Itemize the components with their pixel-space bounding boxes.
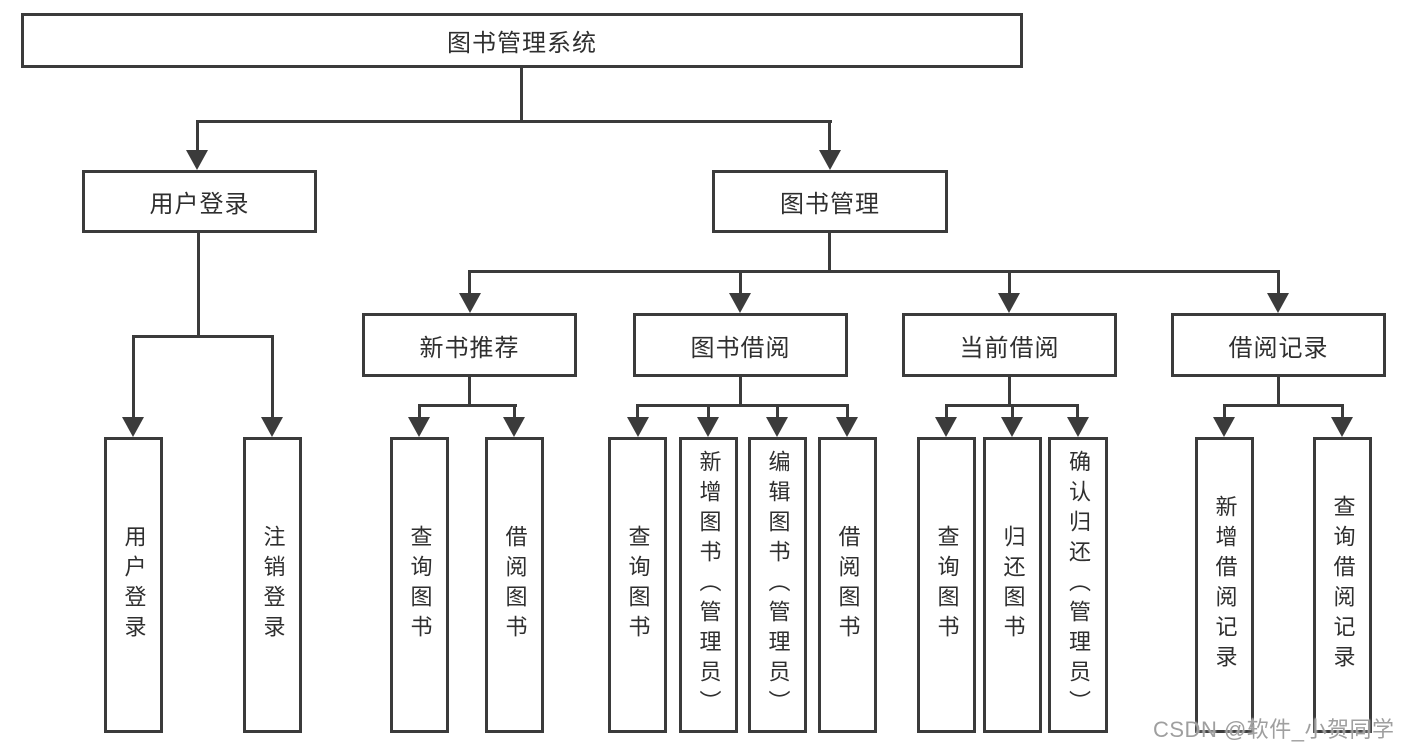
arrow-down-icon bbox=[408, 417, 430, 437]
connector-drop bbox=[776, 404, 779, 420]
arrow-down-icon bbox=[1001, 417, 1023, 437]
connector-drop bbox=[132, 335, 135, 420]
arrow-down-icon bbox=[627, 417, 649, 437]
arrow-down-icon bbox=[998, 293, 1020, 313]
arrow-down-icon bbox=[819, 150, 841, 170]
node-library-management-system: 图书管理系统 bbox=[21, 13, 1023, 68]
leaf-query-books-borrowing: 查询图书 bbox=[608, 437, 667, 733]
node-book-borrowing: 图书借阅 bbox=[633, 313, 848, 377]
leaf-add-book-admin: 新增图书（管理员） bbox=[679, 437, 738, 733]
connector-drop bbox=[271, 335, 274, 420]
leaf-borrow-books-recommend: 借阅图书 bbox=[485, 437, 544, 733]
connector-drop bbox=[418, 404, 421, 420]
arrow-down-icon bbox=[697, 417, 719, 437]
node-book-management: 图书管理 bbox=[712, 170, 948, 233]
arrow-down-icon bbox=[261, 417, 283, 437]
connector-root-drop-left bbox=[196, 120, 199, 154]
connector-user-login-stub bbox=[197, 231, 200, 338]
connector-drop bbox=[1277, 270, 1280, 297]
csdn-watermark: CSDN @软件_小贺同学 bbox=[1153, 717, 1395, 742]
connector-drop bbox=[1008, 270, 1011, 297]
connector-split bbox=[1223, 404, 1344, 407]
node-new-book-recommendation: 新书推荐 bbox=[362, 313, 577, 377]
connector-drop bbox=[945, 404, 948, 420]
connector-drop bbox=[707, 404, 710, 420]
connector-split bbox=[418, 404, 517, 407]
arrow-down-icon bbox=[729, 293, 751, 313]
connector-drop bbox=[468, 270, 471, 297]
leaf-return-books: 归还图书 bbox=[983, 437, 1042, 733]
leaf-query-borrow-record: 查询借阅记录 bbox=[1313, 437, 1372, 733]
leaf-logout: 注销登录 bbox=[243, 437, 302, 733]
connector-stub bbox=[1008, 375, 1011, 407]
arrow-down-icon bbox=[1213, 417, 1235, 437]
connector-drop bbox=[1223, 404, 1226, 420]
arrow-down-icon bbox=[1067, 417, 1089, 437]
connector-root-drop-right bbox=[828, 120, 831, 154]
connector-stub bbox=[739, 375, 742, 407]
arrow-down-icon bbox=[186, 150, 208, 170]
connector-drop bbox=[636, 404, 639, 420]
arrow-down-icon bbox=[459, 293, 481, 313]
leaf-user-login: 用户登录 bbox=[104, 437, 163, 733]
connector-drop bbox=[1341, 404, 1344, 420]
connector-root-split bbox=[196, 120, 832, 123]
leaf-query-books-current: 查询图书 bbox=[917, 437, 976, 733]
leaf-borrow-books-borrowing: 借阅图书 bbox=[818, 437, 877, 733]
connector-root-stub bbox=[520, 66, 523, 122]
arrow-down-icon bbox=[1267, 293, 1289, 313]
leaf-confirm-return-admin: 确认归还（管理员） bbox=[1048, 437, 1108, 733]
node-borrowing-records: 借阅记录 bbox=[1171, 313, 1386, 377]
connector-stub bbox=[1277, 375, 1280, 407]
arrow-down-icon bbox=[1331, 417, 1353, 437]
connector-book-mgmt-split bbox=[468, 270, 1280, 273]
leaf-query-books-recommend: 查询图书 bbox=[390, 437, 449, 733]
connector-split bbox=[636, 404, 849, 407]
arrow-down-icon bbox=[503, 417, 525, 437]
connector-stub bbox=[468, 375, 471, 407]
arrow-down-icon bbox=[122, 417, 144, 437]
connector-drop bbox=[846, 404, 849, 420]
node-current-borrowing: 当前借阅 bbox=[902, 313, 1117, 377]
connector-drop bbox=[513, 404, 516, 420]
arrow-down-icon bbox=[766, 417, 788, 437]
connector-drop bbox=[739, 270, 742, 297]
node-user-login: 用户登录 bbox=[82, 170, 317, 233]
connector-drop bbox=[1011, 404, 1014, 420]
leaf-add-borrow-record: 新增借阅记录 bbox=[1195, 437, 1254, 733]
connector-user-login-split bbox=[132, 335, 274, 338]
connector-book-mgmt-stub bbox=[828, 231, 831, 273]
arrow-down-icon bbox=[935, 417, 957, 437]
connector-drop bbox=[1076, 404, 1079, 420]
arrow-down-icon bbox=[836, 417, 858, 437]
leaf-edit-book-admin: 编辑图书（管理员） bbox=[748, 437, 807, 733]
